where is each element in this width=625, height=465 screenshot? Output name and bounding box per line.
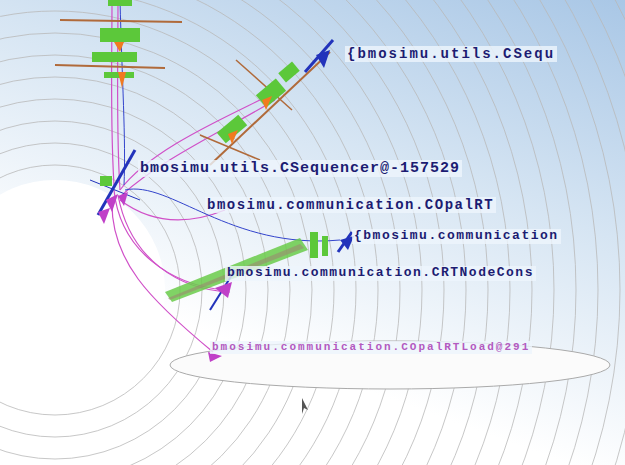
class-label: bmosimu.communication.COpalRTLoad@291 (210, 341, 532, 354)
class-label: bmosimu.communication.COpalRT (205, 197, 496, 213)
ring (0, 0, 356, 465)
ring (0, 0, 598, 465)
class-label: {bmosimu.utils.CSequ (345, 46, 557, 62)
class-glyph (90, 150, 140, 224)
class-label: bmosimu.utils.CSequencer@-157529 (138, 160, 462, 177)
selection-ellipse (170, 341, 610, 389)
ring (0, 33, 312, 465)
mouse-cursor (302, 398, 308, 414)
ring (0, 0, 378, 465)
ring (0, 165, 180, 415)
class-label: {bmosimu.communication (352, 229, 561, 244)
ring (0, 0, 400, 465)
center-disk (0, 180, 165, 400)
class-label: bmosimu.communication.CRTNodeCons (225, 266, 536, 281)
class-glyph (200, 40, 333, 165)
class-glyph (55, 0, 182, 88)
ring (0, 0, 576, 465)
